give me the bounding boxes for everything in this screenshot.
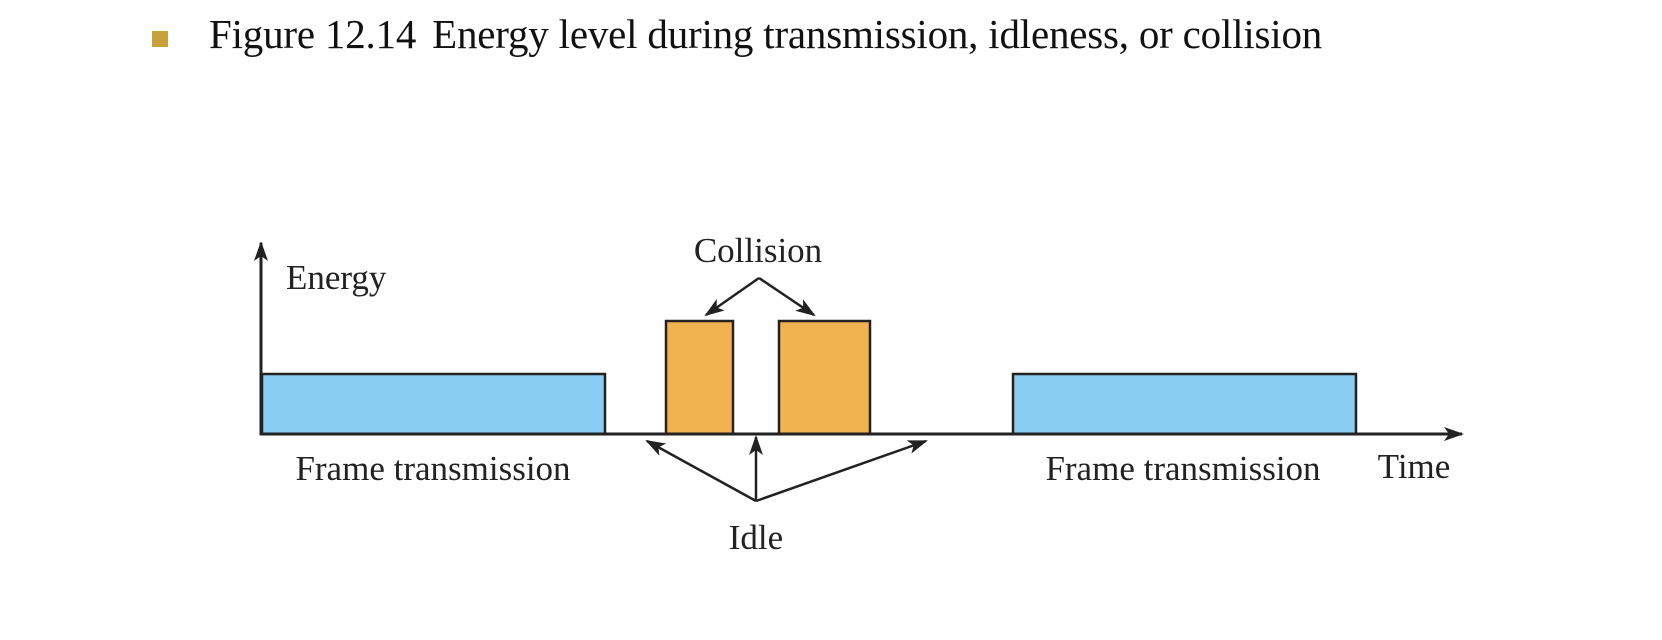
figure-number: Figure 12.14 [209, 11, 417, 57]
collision-block-right [777, 319, 872, 436]
collision-block-left [664, 319, 735, 436]
time-axis-label: Time [1378, 447, 1451, 486]
frame-transmission-label-right: Frame transmission [1045, 449, 1320, 488]
idle-label: Idle [729, 518, 783, 557]
energy-axis-label: Energy [286, 258, 387, 297]
frame-transmission-block-right [1011, 372, 1358, 436]
frame-transmission-label-left: Frame transmission [295, 449, 570, 488]
collision-arrow-left [704, 276, 760, 317]
collision-arrow-right [758, 276, 816, 317]
figure-title: Energy level during transmission, idlene… [432, 11, 1323, 57]
collision-label: Collision [694, 231, 822, 270]
idle-arrow-right [755, 439, 928, 503]
figure-caption: Figure 12.14 Energy level during transmis… [209, 8, 1322, 60]
slide-heading: Figure 12.14 Energy level during transmis… [0, 0, 1662, 80]
frame-transmission-block-left [260, 372, 607, 436]
bullet-square-icon [152, 31, 168, 47]
idle-arrow-left [645, 439, 757, 503]
